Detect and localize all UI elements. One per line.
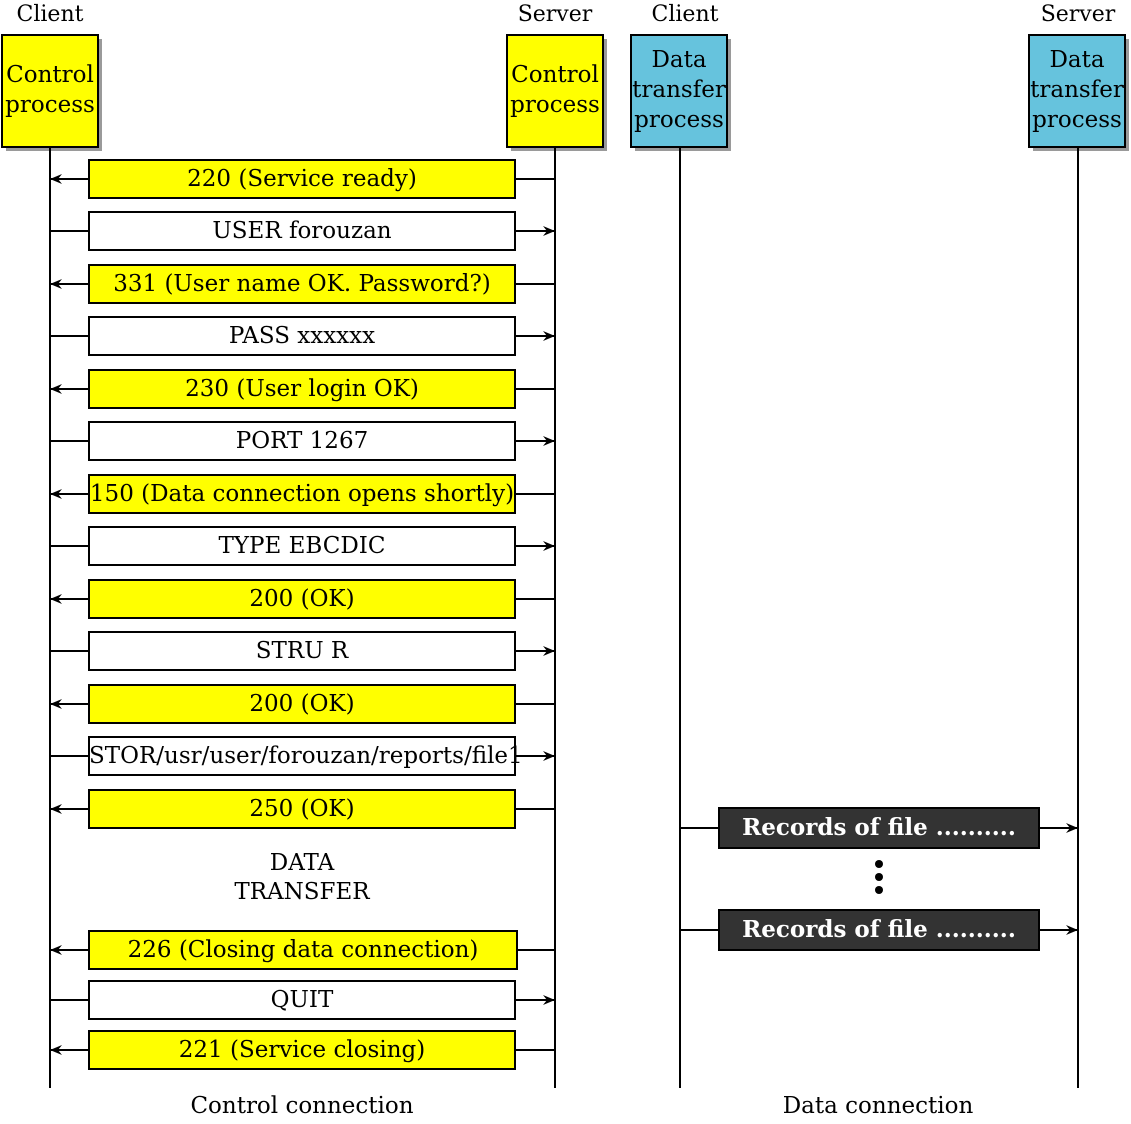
message-box-16 <box>88 1030 516 1070</box>
message-box-13 <box>88 789 516 829</box>
ellipsis-dot <box>875 860 883 868</box>
message-label-1: 220 (Service ready) <box>187 166 417 192</box>
message-label-5: 230 (User login OK) <box>185 376 419 402</box>
server-control-header: Server <box>517 2 593 27</box>
message-label-3: 331 (User name OK. Password?) <box>113 271 491 297</box>
client-control-header: Client <box>16 2 84 27</box>
server-data-process-box <box>1028 34 1126 148</box>
message-label-6: PORT 1267 <box>235 428 369 454</box>
message-label-14: 226 (Closing data connection) <box>127 937 479 963</box>
message-label-12: STOR/usr/user/forouzan/reports/file1 <box>89 743 523 769</box>
message-label-7: 150 (Data connection opens shortly) <box>89 481 515 507</box>
client-control-process-box <box>1 34 99 148</box>
message-label-15: QUIT <box>270 987 334 1013</box>
message-box-15 <box>88 980 516 1020</box>
record-label-2: Records of file .......... <box>742 916 1016 943</box>
message-label-2: USER forouzan <box>212 218 392 244</box>
data-transfer-label-line1: DATA <box>269 850 335 876</box>
control-connection-caption: Control connection <box>190 1093 414 1119</box>
message-box-6 <box>88 421 516 461</box>
message-box-10 <box>88 631 516 671</box>
record-label-1: Records of file .......... <box>742 814 1016 841</box>
message-box-11 <box>88 684 516 724</box>
message-box-1 <box>88 159 516 199</box>
data-connection-caption: Data connection <box>782 1093 974 1119</box>
client-data-header: Client <box>651 2 719 27</box>
message-box-4 <box>88 316 516 356</box>
server-data-process-label: Data transfer process <box>1030 47 1124 133</box>
data-transfer-label-line2: TRANSFER <box>234 879 370 905</box>
message-box-8 <box>88 526 516 566</box>
message-box-5 <box>88 369 516 409</box>
ellipsis-dot <box>875 886 883 894</box>
message-label-4: PASS xxxxxx <box>228 323 376 349</box>
message-label-13: 250 (OK) <box>249 796 355 822</box>
record-box-2 <box>718 909 1040 951</box>
client-data-process-box <box>630 34 728 148</box>
server-data-header: Server <box>1040 2 1116 27</box>
client-control-process-label: Control process <box>5 62 95 118</box>
message-label-16: 221 (Service closing) <box>178 1037 426 1063</box>
client-data-process-label: Data transfer process <box>632 47 726 133</box>
message-box-3 <box>88 264 516 304</box>
server-control-process-box <box>506 34 604 148</box>
ellipsis-dot <box>875 873 883 881</box>
message-label-11: 200 (OK) <box>249 691 355 717</box>
message-label-9: 200 (OK) <box>249 586 355 612</box>
message-label-8: TYPE EBCDIC <box>218 533 386 559</box>
message-box-14 <box>88 930 518 970</box>
message-box-7 <box>88 474 516 514</box>
server-control-process-label: Control process <box>510 62 600 118</box>
message-box-9 <box>88 579 516 619</box>
message-box-12 <box>88 736 516 776</box>
message-box-2 <box>88 211 516 251</box>
record-box-1 <box>718 807 1040 849</box>
message-label-10: STRU R <box>255 638 349 664</box>
